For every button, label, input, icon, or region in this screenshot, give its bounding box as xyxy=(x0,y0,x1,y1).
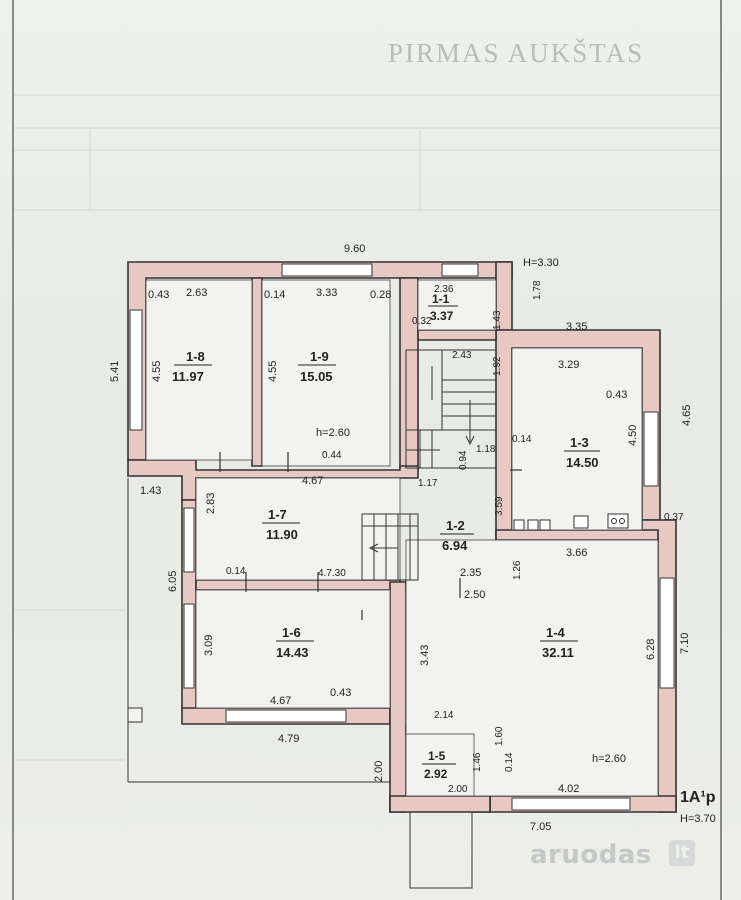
room-1-9-id: 1-9 xyxy=(310,349,329,364)
dim-1-78: 1.78 xyxy=(532,280,543,300)
entry-porch xyxy=(127,478,473,889)
dim-7-05: 7.05 xyxy=(530,821,551,833)
watermark-text: aruodas xyxy=(530,840,652,870)
dim-2-36: 2.36 xyxy=(434,284,454,295)
door-marks xyxy=(219,452,522,620)
dim-5-41: 5.41 xyxy=(109,361,121,382)
room-1-1-area: 3.37 xyxy=(430,309,454,323)
dim-0-14-a: 0.14 xyxy=(264,289,285,301)
dim-0-28: 0.28 xyxy=(370,289,391,301)
room-interiors xyxy=(145,279,659,797)
dim-0-14-c: 0.14 xyxy=(226,566,246,577)
dim-3-33: 3.33 xyxy=(316,287,337,299)
floor-title: PIRMAS AUKŠTAS xyxy=(388,38,645,68)
ceiling-h-b: h=2.60 xyxy=(592,753,626,765)
room-1-2-id: 1-2 xyxy=(446,518,465,533)
height-bottom: H=3.70 xyxy=(680,813,716,825)
dim-3-09: 3.09 xyxy=(203,635,215,656)
dim-9-60: 9.60 xyxy=(344,243,365,255)
dim-4-79: 4.79 xyxy=(278,733,299,745)
plan-mark: 1A¹p xyxy=(680,789,716,806)
dim-2-43: 2.43 xyxy=(452,350,472,361)
kitchen-fixtures xyxy=(127,513,629,723)
dim-4-55-a: 4.55 xyxy=(151,361,163,382)
room-1-4-id: 1-4 xyxy=(546,625,566,640)
dim-2-63: 2.63 xyxy=(186,287,207,299)
dim-1-26: 1.26 xyxy=(512,560,523,580)
dim-0-37: 0.37 xyxy=(664,512,684,523)
dim-0-43-c: 0.43 xyxy=(330,687,351,699)
dim-0-43-b: 0.43 xyxy=(606,389,627,401)
room-1-7-id: 1-7 xyxy=(268,507,287,522)
dim-2-00-b: 2.00 xyxy=(448,784,468,795)
room-1-3-area: 14.50 xyxy=(566,455,599,470)
dim-1-17: 1.17 xyxy=(418,478,438,489)
room-1-2-area: 6.94 xyxy=(442,538,468,553)
room-1-5-area: 2.92 xyxy=(424,767,448,781)
room-1-6-id: 1-6 xyxy=(282,625,301,640)
room-1-4-area: 32.11 xyxy=(542,645,574,660)
dim-6-28: 6.28 xyxy=(645,639,657,660)
dimension-labels: 9.60 H=3.30 2.63 0.43 0.14 3.33 0.28 2.3… xyxy=(140,243,716,833)
room-1-3-id: 1-3 xyxy=(570,435,589,450)
dim-3-59: 3.59 xyxy=(494,496,505,516)
dim-1-92: 1.92 xyxy=(492,356,503,376)
windows xyxy=(129,263,675,811)
vertical-dimension-labels: 5.41 4.55 4.55 1.78 1.43 1.92 4.65 4.50 … xyxy=(109,280,693,782)
dim-1-60: 1.60 xyxy=(494,726,505,746)
room-1-5-id: 1-5 xyxy=(428,749,446,763)
dim-2-50: 2.50 xyxy=(464,589,485,601)
room-1-1-id: 1-1 xyxy=(432,292,450,306)
dim-7-10: 7.10 xyxy=(679,633,691,654)
dim-1-46: 1.46 xyxy=(472,752,483,772)
dim-3-43: 3.43 xyxy=(419,645,431,666)
height-top: H=3.30 xyxy=(523,257,559,269)
stairs xyxy=(361,349,497,581)
room-1-8-area: 11.97 xyxy=(172,369,204,384)
dim-0-14-d: 0.14 xyxy=(504,752,515,772)
dim-0-14-b: 0.14 xyxy=(512,434,532,445)
ceiling-h-a: h=2.60 xyxy=(316,427,350,439)
frame-left-line xyxy=(12,0,14,900)
room-1-9-area: 15.05 xyxy=(300,369,333,384)
dim-0-43-a: 0.43 xyxy=(148,289,169,301)
dim-2-83: 2.83 xyxy=(205,493,217,514)
room-labels: 1-8 11.97 1-9 15.05 1-1 3.37 1-3 14.50 1… xyxy=(172,292,600,781)
frame-right-line xyxy=(720,0,722,900)
dim-4-67-a: 4.67 xyxy=(302,475,323,487)
dim-0-94: 0.94 xyxy=(458,450,469,470)
dim-1-43-a: 1.43 xyxy=(492,310,503,330)
dim-3-35: 3.35 xyxy=(566,321,587,333)
dim-2-00-a: 2.00 xyxy=(373,761,385,782)
watermark-logo-icon: lt xyxy=(669,840,695,866)
room-1-7-area: 11.90 xyxy=(266,527,298,542)
dim-2-35: 2.35 xyxy=(460,567,481,579)
dim-3-66: 3.66 xyxy=(566,547,587,559)
dim-4-7-30: 4.7.30 xyxy=(318,568,346,579)
background-form-lines xyxy=(14,94,720,761)
dim-1-18: 1.18 xyxy=(476,444,496,455)
dim-4-67-b: 4.67 xyxy=(270,695,291,707)
dim-0-32: 0.32 xyxy=(412,316,432,327)
dim-6-05: 6.05 xyxy=(167,571,179,592)
dim-3-29: 3.29 xyxy=(558,359,579,371)
dim-4-02: 4.02 xyxy=(558,783,579,795)
dim-4-55-b: 4.55 xyxy=(267,361,279,382)
dim-1-43-b: 1.43 xyxy=(140,485,161,497)
room-1-6-area: 14.43 xyxy=(276,645,309,660)
dim-2-14: 2.14 xyxy=(434,710,454,721)
dim-4-65-a: 4.65 xyxy=(681,405,693,426)
dim-0-44: 0.44 xyxy=(322,450,342,461)
room-1-8-id: 1-8 xyxy=(186,349,205,364)
dim-4-50: 4.50 xyxy=(627,425,639,446)
